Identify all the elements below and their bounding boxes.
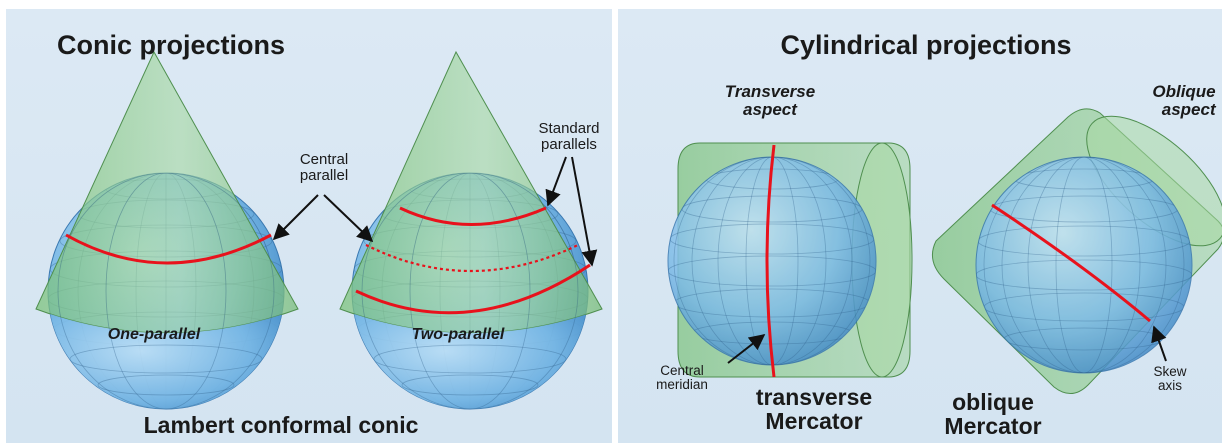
oblique-mercator-caption: oblique Mercator (944, 389, 1042, 440)
conic-title: Conic projections (56, 30, 286, 60)
central-meridian-line (765, 144, 776, 378)
cone-two-parallel (339, 50, 603, 334)
oblique-tangent-line (991, 203, 1151, 323)
cylindrical-panel: Cylindrical projections Transverse aspec… (618, 9, 1222, 443)
cylindrical-illustration (667, 108, 1222, 394)
globe-transverse (667, 156, 877, 366)
one-parallel-label: One-parallel (107, 326, 201, 343)
arrow-central-parallel-right (323, 194, 374, 243)
conic-caption: Lambert conformal conic (143, 412, 419, 438)
skew-axis-label: Skew axis (1153, 364, 1187, 394)
two-parallel-label: Two-parallel (411, 326, 505, 343)
arrow-central-meridian (727, 334, 766, 364)
transverse-aspect-label: Transverse aspect (724, 82, 816, 119)
arrow-standard-lower (571, 156, 598, 267)
standard-parallels-label: Standard parallels (538, 120, 600, 153)
central-meridian-label: Central meridian (656, 363, 708, 393)
cone-one-parallel (35, 50, 299, 334)
conic-panel: Conic projections Central parallel Stand… (6, 9, 612, 443)
cylindrical-title: Cylindrical projections (780, 30, 1072, 60)
central-parallel-dotted (365, 244, 579, 273)
standard-parallel-upper (399, 206, 547, 226)
conic-illustration (35, 50, 603, 410)
standard-parallel-lower (355, 263, 591, 315)
central-parallel-line-1 (65, 233, 272, 265)
arrow-standard-upper (545, 156, 567, 207)
arrow-central-parallel-left (272, 194, 319, 241)
oblique-aspect-label: Oblique aspect (1152, 82, 1216, 119)
arrow-skew-axis (1151, 325, 1167, 362)
transverse-mercator-caption: transverse Mercator (755, 384, 873, 435)
central-parallel-label: Central parallel (299, 151, 349, 184)
